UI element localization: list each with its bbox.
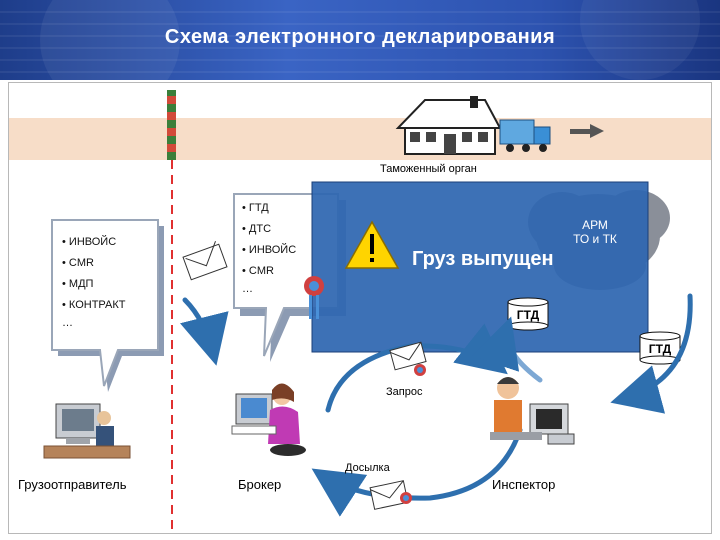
doc-item: • КОНТРАКТ (62, 299, 126, 311)
gtd-popup-label-wrap: ГТД (508, 308, 548, 322)
actor-shipper-label: Грузоотправитель (18, 477, 127, 492)
road-band (9, 118, 711, 160)
doc-item: • ГТД (242, 202, 269, 214)
truck-icon (499, 119, 551, 152)
broker-docs-list: • ГТД • ДТС • ИНВОЙС • CMR … (242, 198, 296, 296)
customs-house-icon (395, 96, 502, 155)
envelope-send-icon (369, 480, 412, 510)
doc-item: • CMR (62, 257, 94, 269)
seal-icon (304, 276, 324, 319)
doc-item: • ИНВОЙС (62, 236, 117, 248)
send-label: Досылка (345, 462, 390, 474)
border-pole-icon (167, 90, 176, 160)
doc-more: … (242, 283, 253, 295)
shipper-docs-callout (51, 219, 164, 392)
customs-label: Таможенный орган (380, 163, 477, 175)
doc-item: • МДП (62, 278, 94, 290)
shipper-docs-list: • ИНВОЙС • CMR • МДП • КОНТРАКТ … (62, 232, 125, 330)
arm-line: АРМ (582, 218, 608, 232)
gtd-right-label-wrap: ГТД (640, 342, 680, 356)
arm-label: АРМ ТО и ТК (560, 218, 630, 246)
doc-item: • ДТС (242, 223, 272, 235)
warning-icon (344, 220, 400, 269)
flow-arrow-send (311, 427, 523, 517)
request-label: Запрос (386, 386, 423, 398)
gtd-popup-label: ГТД (516, 308, 540, 322)
release-title: Груз выпущен (412, 248, 554, 270)
header-banner: Схема электронного декларирования (0, 0, 720, 80)
flow-arrow-right (610, 293, 693, 414)
inspector-person-icon (490, 377, 575, 445)
doc-item: • CMR (242, 265, 274, 277)
gtd-cylinder-right-icon (639, 331, 681, 365)
flow-arrow-inspector-up (471, 316, 543, 383)
envelope-icon (182, 240, 228, 281)
header-decoration (0, 0, 720, 80)
page-title: Схема электронного декларирования (164, 26, 556, 48)
doc-more: … (62, 317, 73, 329)
broker-person-icon (231, 383, 306, 456)
arm-line: ТО и ТК (573, 232, 617, 246)
actor-inspector-label: Инспектор (492, 477, 556, 492)
direction-arrow-icon (570, 124, 604, 138)
flow-arrow-shipper-broker (180, 297, 229, 366)
shipper-person-icon (43, 403, 131, 459)
doc-item: • ИНВОЙС (242, 244, 297, 256)
gtd-right-label: ГТД (648, 342, 672, 356)
actor-broker-label: Брокер (238, 477, 282, 492)
envelope-request-icon (389, 341, 427, 376)
